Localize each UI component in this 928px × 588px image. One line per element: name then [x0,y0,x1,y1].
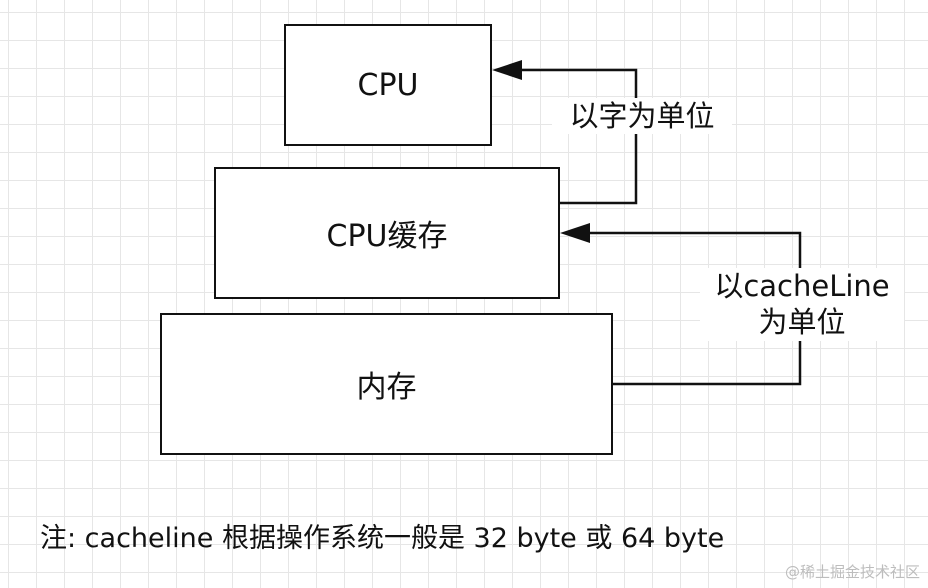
edge-cache-to-cpu [520,68,638,205]
cpu-cache-box: CPU缓存 [214,167,560,299]
word-unit-label: 以字为单位 [552,98,732,135]
memory-label: 内存 [356,370,417,405]
cpu-label: CPU [357,67,419,103]
arrowhead-cache [560,223,590,243]
footnote: 注: cacheline 根据操作系统一般是 32 byte 或 64 byte [40,523,725,554]
arrowhead-cpu [492,60,522,80]
watermark: @稀土掘金技术社区 [784,563,920,581]
cpu-cache-label: CPU缓存 [326,219,448,254]
cpu-box: CPU [284,24,492,146]
cacheline-unit-label: 以cacheLine 为单位 [700,268,904,341]
memory-box: 内存 [160,313,613,455]
